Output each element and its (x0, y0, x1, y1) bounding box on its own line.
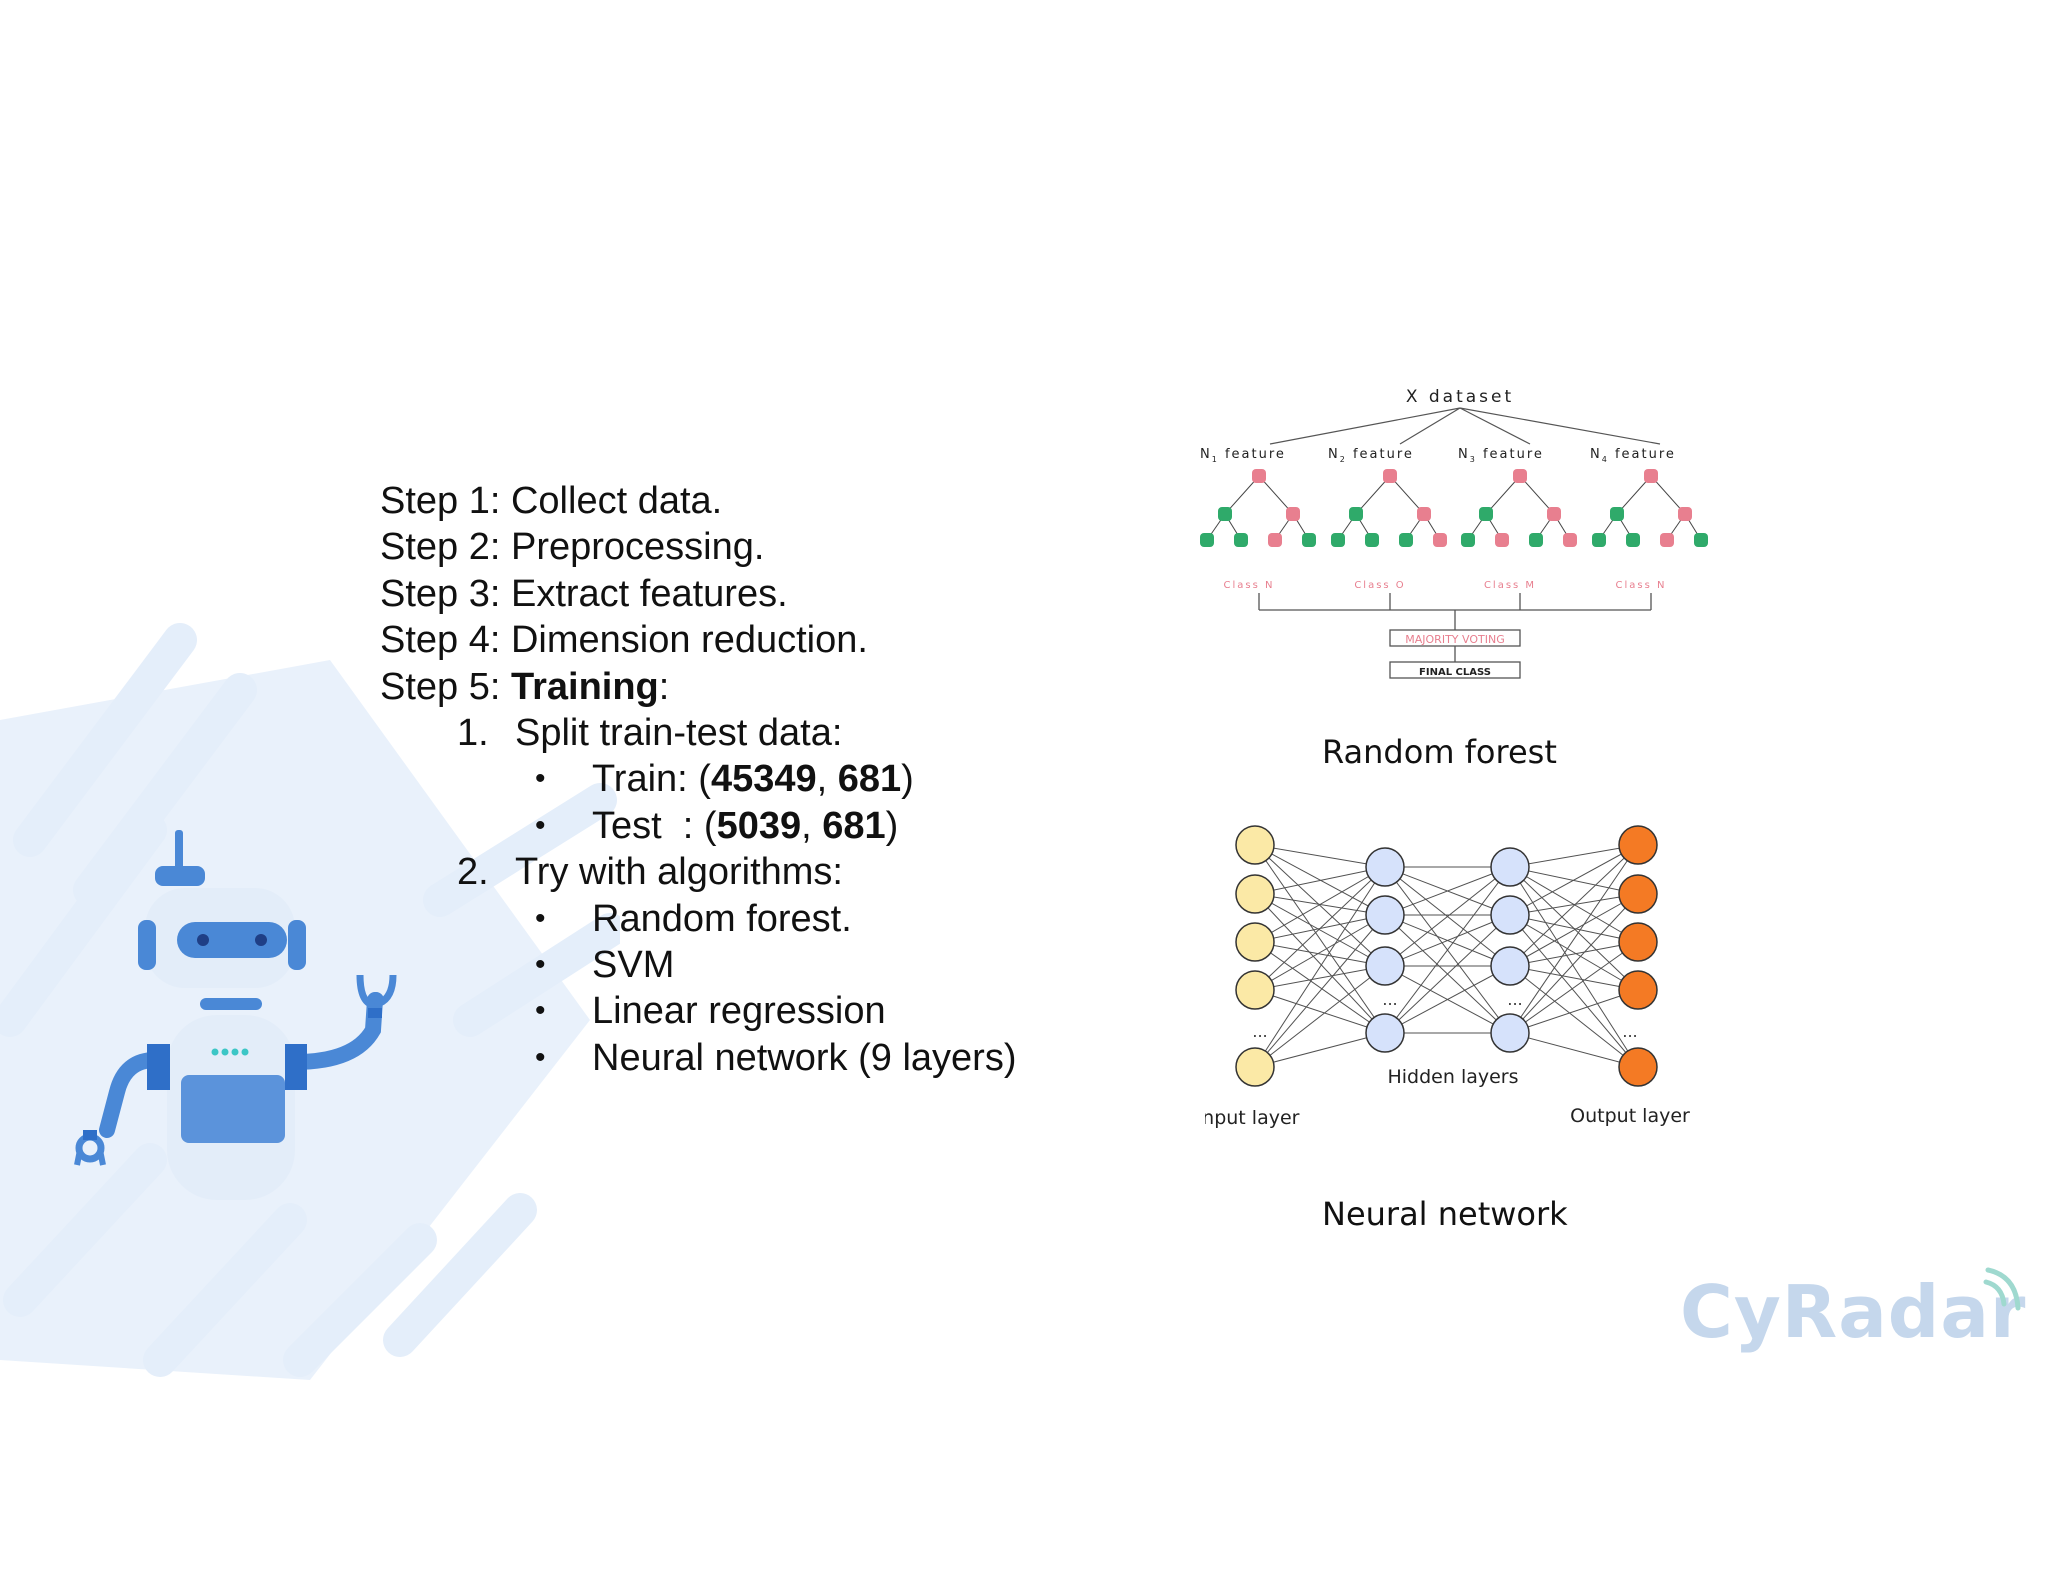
input-layer-label: Input layer (1205, 1107, 1300, 1129)
network-node (1365, 1013, 1405, 1053)
robot-illustration (74, 830, 397, 1200)
cyradar-logo: CyRadar (1680, 1270, 2027, 1354)
step-1: Step 1: Collect data. (380, 480, 723, 522)
random-forest-caption: Random forest (1322, 733, 1557, 771)
majority-voting-box (1389, 629, 1521, 647)
feature-label: N1 feature (1200, 447, 1286, 464)
robot-right-arm (287, 992, 383, 1070)
network-node (1490, 1013, 1530, 1053)
robot-visor (177, 922, 287, 958)
network-node (1235, 874, 1275, 914)
bullet: • (535, 1040, 546, 1074)
network-node (1365, 895, 1405, 935)
pipeline-steps: Step 1: Collect data. Step 2: Preprocess… (380, 478, 1016, 1081)
robot-antenna (175, 830, 183, 870)
final-class-label: FINAL CLASS (1419, 667, 1491, 678)
input-ellipsis: ... (1252, 1022, 1267, 1041)
network-node (1618, 922, 1658, 962)
network-node (1490, 847, 1530, 887)
network-node (1618, 1047, 1658, 1087)
decision-tree (1461, 469, 1577, 547)
step-3: Step 3: Extract features. (380, 572, 788, 615)
test-shape: •Test : (5039, 681) (380, 803, 1016, 849)
algorithm-item: •SVM (380, 942, 1016, 988)
final-class-box (1389, 661, 1521, 679)
class-label: Class N (1616, 580, 1667, 591)
hidden-ellipsis: ... (1507, 990, 1522, 1009)
network-node (1618, 874, 1658, 914)
majority-voting-label: MAJORITY VOTING (1405, 633, 1504, 646)
dataset-label: X dataset (1406, 387, 1514, 407)
network-node (1365, 847, 1405, 887)
decision-tree (1200, 469, 1316, 547)
random-forest-diagram: X dataset N1 feature N2 feature N3 feature… (1200, 387, 1708, 679)
class-label: Class N (1224, 580, 1275, 591)
hidden-ellipsis: ... (1382, 990, 1397, 1009)
network-node (1235, 1047, 1275, 1087)
decision-tree (1592, 469, 1708, 547)
train-shape: •Train: (45349, 681) (380, 756, 1016, 802)
bullet: • (535, 994, 546, 1028)
network-node (1365, 946, 1405, 986)
dataset-arrows (1269, 407, 1661, 445)
class-label: Class O (1354, 580, 1405, 591)
algorithm-item: •Random forest. (380, 896, 1016, 942)
feature-label: N4 feature (1590, 447, 1676, 464)
substep-algorithms: 2.Try with algorithms: (457, 851, 843, 894)
bullet: • (535, 808, 546, 842)
output-ellipsis: ... (1622, 1022, 1637, 1041)
network-node (1235, 922, 1275, 962)
step-4: Step 4: Dimension reduction. (380, 619, 868, 662)
chip-background-illustration (0, 623, 620, 1380)
neural-network-diagram: ... ... ... ... Input layer Hidden layer… (1205, 825, 1690, 1129)
network-node (1618, 970, 1658, 1010)
network-node (1490, 946, 1530, 986)
network-node (1490, 895, 1530, 935)
output-layer-label: Output layer (1570, 1105, 1690, 1127)
signal-waves-icon (1983, 1267, 2021, 1311)
bullet: • (535, 947, 546, 981)
feature-label: N2 feature (1328, 447, 1414, 464)
network-node (1618, 825, 1658, 865)
network-node (1235, 970, 1275, 1010)
voting-connectors (1258, 593, 1652, 662)
neural-network-caption: Neural network (1322, 1195, 1568, 1233)
step-5: Step 5: Training: (380, 665, 670, 708)
bullet: • (535, 901, 546, 935)
bullet: • (535, 762, 546, 796)
network-node (1235, 825, 1275, 865)
hidden-layers-label: Hidden layers (1387, 1066, 1518, 1088)
algorithm-item: •Linear regression (380, 988, 1016, 1034)
step-2: Step 2: Preprocessing. (380, 526, 765, 569)
algorithm-item: •Neural network (9 layers) (380, 1035, 1016, 1081)
decision-tree (1331, 469, 1447, 547)
feature-label: N3 feature (1458, 447, 1544, 464)
substep-split: 1.Split train-test data: (457, 711, 843, 754)
class-label: Class M (1484, 580, 1536, 591)
